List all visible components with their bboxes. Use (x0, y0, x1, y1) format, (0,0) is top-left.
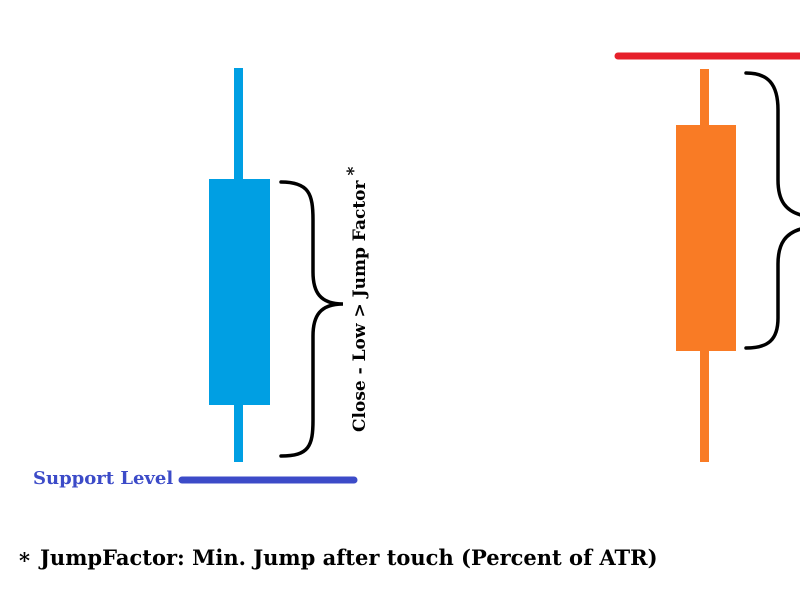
bearish-candle-body (676, 125, 736, 351)
footnote-text: JumpFactor: Min. Jump after touch (Perce… (38, 545, 658, 570)
bullish-candle (209, 68, 270, 462)
bearish-candle (676, 69, 736, 462)
support-level-label: Support Level (33, 468, 173, 489)
close-low-brace (279, 180, 344, 458)
close-low-jump-factor-label: Close - Low > Jump Factor* (344, 167, 370, 432)
brace-asterisk: * (344, 167, 364, 176)
bullish-candle-body (209, 179, 270, 405)
footnote-marker: * (19, 548, 30, 573)
bearish-brace (744, 71, 800, 350)
